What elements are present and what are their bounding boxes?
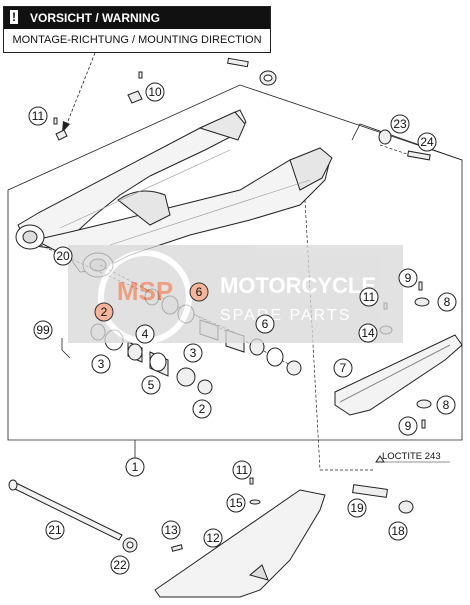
svg-text:2: 2 bbox=[199, 402, 206, 416]
warning-pointer-line bbox=[65, 52, 96, 127]
callout-20: 20 bbox=[53, 246, 73, 266]
svg-text:4: 4 bbox=[142, 327, 149, 341]
callout-24: 24 bbox=[417, 132, 437, 152]
svg-text:18: 18 bbox=[391, 524, 405, 538]
watermark-line2: SPARE PARTS bbox=[220, 307, 351, 324]
callout-2: 2 bbox=[192, 399, 212, 419]
callout-4: 4 bbox=[135, 324, 155, 344]
warning-title: VORSICHT / WARNING bbox=[30, 11, 161, 25]
watermark: MSP MOTORCYCLE SPARE PARTS bbox=[68, 245, 403, 344]
callout-8-bottom: 8 bbox=[436, 395, 456, 415]
callout-3-left: 3 bbox=[91, 354, 111, 374]
warning-box: ! VORSICHT / WARNING MONTAGE-RICHTUNG / … bbox=[3, 6, 271, 53]
callout-5: 5 bbox=[141, 375, 161, 395]
swingarm bbox=[15, 109, 333, 278]
callout-2-highlight: 2 bbox=[94, 302, 114, 322]
callout-11-bottom: 11 bbox=[232, 460, 252, 480]
callout-15: 15 bbox=[226, 493, 246, 513]
callout-22: 22 bbox=[110, 555, 130, 575]
callout-6-highlight: 6 bbox=[189, 282, 209, 302]
callout-7: 7 bbox=[333, 358, 353, 378]
assembly-outline bbox=[7, 84, 463, 441]
chain-guard bbox=[154, 489, 326, 598]
callout-9-top: 9 bbox=[398, 268, 418, 288]
warning-subtitle: MONTAGE-RICHTUNG / MOUNTING DIRECTION bbox=[12, 34, 262, 46]
svg-text:20: 20 bbox=[56, 249, 70, 263]
warning-title-bar: ! VORSICHT / WARNING bbox=[4, 7, 270, 29]
svg-text:12: 12 bbox=[206, 531, 220, 545]
watermark-line1: MOTORCYCLE bbox=[220, 273, 376, 298]
svg-text:21: 21 bbox=[48, 523, 62, 537]
svg-text:15: 15 bbox=[229, 496, 243, 510]
callout-10: 10 bbox=[145, 82, 165, 102]
callout-1: 1 bbox=[125, 457, 145, 477]
svg-text:8: 8 bbox=[443, 398, 450, 412]
warning-icon: ! bbox=[10, 10, 18, 24]
svg-text:8: 8 bbox=[444, 295, 451, 309]
svg-text:11: 11 bbox=[32, 109, 45, 123]
svg-text:23: 23 bbox=[393, 117, 407, 131]
callout-13: 13 bbox=[161, 520, 181, 540]
svg-text:6: 6 bbox=[196, 285, 203, 299]
callout-3-right: 3 bbox=[183, 343, 203, 363]
group-bracket bbox=[61, 338, 71, 359]
svg-text:1: 1 bbox=[132, 460, 139, 474]
callout-23: 23 bbox=[390, 114, 410, 134]
svg-text:19: 19 bbox=[350, 501, 364, 515]
callout-99: 99 bbox=[33, 320, 53, 340]
svg-text:2: 2 bbox=[101, 305, 108, 319]
watermark-logo: MSP bbox=[117, 276, 173, 306]
callout-19: 19 bbox=[347, 498, 367, 518]
callout-6: 6 bbox=[255, 314, 275, 334]
svg-text:99: 99 bbox=[36, 323, 50, 337]
svg-text:24: 24 bbox=[420, 135, 434, 149]
loctite-label: LOCTITE 243 bbox=[382, 451, 441, 462]
callout-8-top: 8 bbox=[437, 292, 457, 312]
svg-text:6: 6 bbox=[262, 317, 269, 331]
svg-text:22: 22 bbox=[113, 558, 127, 572]
callout-14: 14 bbox=[358, 323, 378, 343]
svg-text:13: 13 bbox=[164, 523, 178, 537]
svg-text:11: 11 bbox=[236, 463, 249, 477]
axle bbox=[8, 479, 123, 541]
chain-slider bbox=[334, 334, 463, 416]
callout-12: 12 bbox=[203, 528, 223, 548]
svg-text:14: 14 bbox=[361, 326, 375, 340]
svg-text:3: 3 bbox=[190, 346, 197, 360]
svg-text:5: 5 bbox=[148, 378, 155, 392]
svg-text:11: 11 bbox=[363, 290, 376, 304]
callout-9-bottom: 9 bbox=[398, 416, 418, 436]
callout-11-top: 11 bbox=[28, 106, 48, 126]
svg-text:7: 7 bbox=[340, 361, 347, 375]
svg-text:9: 9 bbox=[405, 271, 412, 285]
callout-18: 18 bbox=[388, 521, 408, 541]
svg-text:9: 9 bbox=[405, 419, 412, 433]
svg-text:10: 10 bbox=[148, 85, 162, 99]
callout-21: 21 bbox=[45, 520, 65, 540]
callout-11-right: 11 bbox=[359, 287, 379, 307]
svg-text:3: 3 bbox=[98, 357, 105, 371]
